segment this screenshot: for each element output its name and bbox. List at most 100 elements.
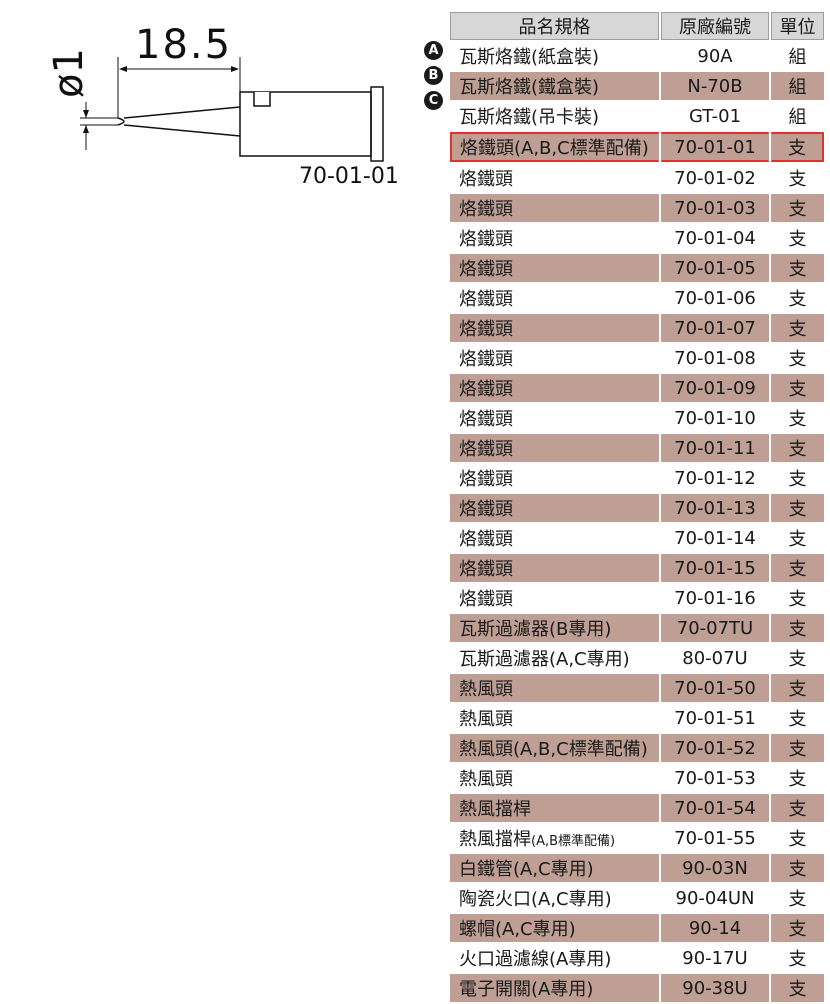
row-code: 70-01-05 (661, 254, 769, 282)
row-name: 電子開關(A專用) (450, 974, 659, 1002)
marker-c: C (424, 91, 443, 110)
row-name-text: 熱風頭(A,B,C標準配備) (459, 739, 648, 760)
row-name-text: 熱風擋桿 (459, 829, 531, 850)
row-code: GT-01 (688, 105, 742, 127)
row-unit: 支 (771, 554, 824, 582)
row-code: 70-01-51 (674, 707, 756, 729)
row-code: 70-01-14 (674, 527, 756, 549)
row-unit: 支 (788, 409, 807, 430)
row-code: 70-01-03 (661, 194, 769, 222)
row-code: 90-17U (682, 947, 748, 969)
row-unit: 支 (788, 229, 807, 250)
diameter-dimension: ø1 (46, 48, 92, 98)
row-name: 烙鐵頭 (450, 434, 659, 462)
row-name-text: 火口過濾線(A專用) (459, 949, 612, 970)
row-name: 瓦斯烙鐵(鐵盒裝) (450, 72, 659, 100)
row-code: 90-38U (661, 974, 769, 1002)
row-unit: 支 (788, 529, 807, 550)
row-code: 70-07TU (661, 614, 769, 642)
marker-b: B (424, 66, 443, 85)
header-unit: 單位 (771, 12, 824, 40)
row-code: 70-01-10 (674, 407, 756, 429)
row-code: 70-01-11 (661, 434, 769, 462)
row-code: 90-04UN (675, 887, 755, 909)
row-name-text: 烙鐵頭(A,B,C標準配備) (460, 138, 649, 159)
row-code: 90-14 (661, 914, 769, 942)
row-unit: 組 (771, 72, 824, 100)
row-name: 瓦斯烙鐵(吊卡裝) (450, 102, 659, 130)
diameter-symbol: ø (46, 73, 92, 98)
table-row: 火口過濾線(A專用) 90-17U 支 (450, 944, 824, 972)
row-name-text: 烙鐵頭 (459, 559, 513, 580)
row-name-text: 熱風頭 (459, 769, 513, 790)
row-unit: 支 (788, 649, 807, 670)
row-unit: 支 (788, 169, 807, 190)
row-name-text: 烙鐵頭 (459, 469, 513, 490)
row-name: 烙鐵頭 (450, 554, 659, 582)
row-unit: 支 (788, 889, 807, 910)
row-name-text: 瓦斯過濾器(A,C專用) (459, 649, 630, 670)
marker-a: A (424, 41, 443, 60)
row-unit: 支 (788, 949, 807, 970)
row-unit: 支 (771, 194, 824, 222)
row-name-note: (A,B標準配備) (531, 834, 616, 849)
row-name: 熱風頭(A,B,C標準配備) (450, 734, 659, 762)
row-name-text: 烙鐵頭 (459, 319, 513, 340)
tip-drawing: 18.5 ø1 70-01-01 (0, 0, 420, 200)
diameter-value: 1 (46, 48, 92, 74)
header-code: 原廠編號 (661, 12, 769, 40)
row-name: 烙鐵頭(A,B,C標準配備) (450, 132, 659, 162)
row-unit: 支 (788, 469, 807, 490)
row-name: 烙鐵頭 (450, 374, 659, 402)
row-code: 70-01-13 (661, 494, 769, 522)
row-name: 熱風擋桿 (450, 794, 659, 822)
length-dimension: 18.5 (135, 22, 233, 68)
row-code: 70-01-15 (661, 554, 769, 582)
row-name: 火口過濾線(A專用) (450, 944, 659, 972)
row-name-text: 烙鐵頭 (459, 409, 513, 430)
row-code: 70-01-53 (674, 767, 756, 789)
row-name-text: 瓦斯烙鐵(紙盒裝) (459, 47, 600, 68)
row-unit: 支 (771, 434, 824, 462)
row-code: 70-01-52 (661, 734, 769, 762)
row-name-text: 熱風擋桿 (459, 799, 531, 820)
part-caption: 70-01-01 (299, 164, 399, 189)
row-code: 70-01-50 (661, 674, 769, 702)
row-name-text: 烙鐵頭 (459, 229, 513, 250)
row-name-text: 烙鐵頭 (459, 289, 513, 310)
row-unit: 支 (788, 709, 807, 730)
row-code: 70-01-07 (661, 314, 769, 342)
row-name-text: 烙鐵頭 (459, 169, 513, 190)
row-name: 熱風頭 (450, 704, 659, 732)
row-name-text: 瓦斯烙鐵(鐵盒裝) (459, 77, 600, 98)
row-name: 熱風擋桿(A,B標準配備) (450, 824, 659, 852)
row-name-text: 電子開關(A專用) (459, 979, 594, 1000)
row-name-text: 烙鐵頭 (459, 259, 513, 280)
row-name-text: 白鐵管(A,C專用) (459, 859, 594, 880)
row-name: 瓦斯過濾器(B專用) (450, 614, 659, 642)
row-name-text: 烙鐵頭 (459, 199, 513, 220)
row-name-text: 瓦斯烙鐵(吊卡裝) (459, 107, 600, 128)
row-name: 烙鐵頭 (450, 344, 659, 372)
row-name: 烙鐵頭 (450, 584, 659, 612)
